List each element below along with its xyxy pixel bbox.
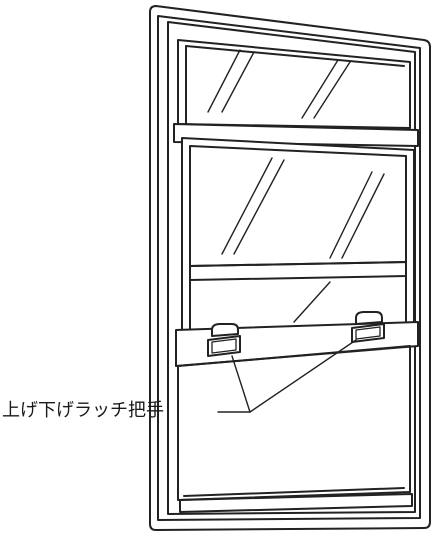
callout-leader-lines	[217, 339, 357, 413]
latch-handle-label: 上げ下げラッチ把手	[2, 400, 164, 421]
latch-handle-right	[351, 311, 385, 343]
upper-sash	[177, 39, 411, 129]
latch-handle-left	[207, 323, 241, 357]
lower-sash	[181, 137, 415, 333]
lower-pane	[177, 345, 413, 513]
